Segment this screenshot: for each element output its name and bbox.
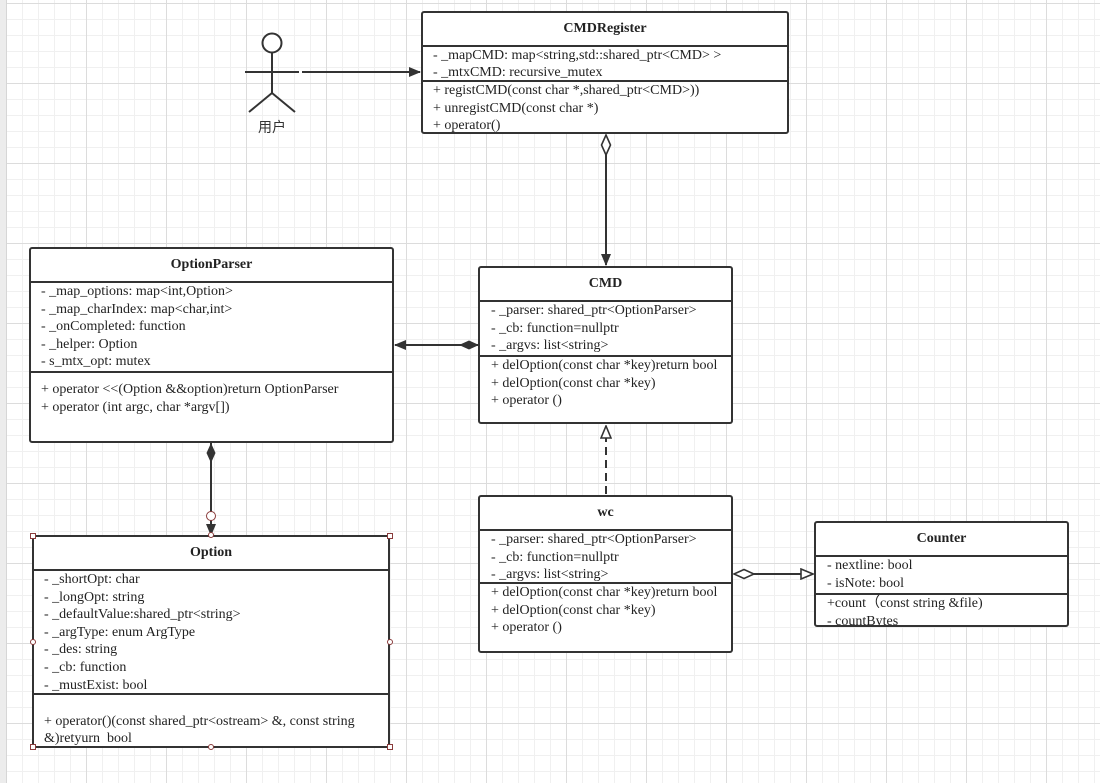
connection-point-top[interactable]: [206, 511, 216, 521]
class-methods: + operator <<(Option &&option)return Opt…: [41, 382, 339, 415]
class-attributes: - _parser: shared_ptr<OptionParser> - _c…: [480, 531, 731, 584]
class-attributes: - nextline: bool - isNote: bool: [816, 557, 1067, 595]
class-attributes: - _map_options: map<int,Option> - _map_c…: [31, 283, 392, 373]
left-ruler-strip: [0, 0, 7, 783]
resize-handle-top[interactable]: [208, 532, 214, 538]
class-optionparser[interactable]: OptionParser - _map_options: map<int,Opt…: [29, 247, 394, 443]
class-methods: + delOption(const char *key)return bool …: [491, 358, 718, 408]
resize-handle-top-right[interactable]: [387, 533, 393, 539]
class-methods: + registCMD(const char *,shared_ptr<CMD>…: [433, 83, 700, 133]
class-name: Option: [34, 537, 388, 571]
resize-handle-bottom-right[interactable]: [387, 744, 393, 750]
resize-handle-right[interactable]: [387, 639, 393, 645]
class-attributes: - _shortOpt: char - _longOpt: string - _…: [34, 571, 388, 695]
class-wc[interactable]: wc - _parser: shared_ptr<OptionParser> -…: [478, 495, 733, 653]
class-option[interactable]: Option - _shortOpt: char - _longOpt: str…: [32, 535, 390, 748]
class-methods: + delOption(const char *key)return bool …: [491, 585, 718, 635]
resize-handle-bottom-left[interactable]: [30, 744, 36, 750]
class-attributes: - _mapCMD: map<string,std::shared_ptr<CM…: [423, 47, 787, 82]
resize-handle-bottom[interactable]: [208, 744, 214, 750]
class-counter[interactable]: Counter - nextline: bool - isNote: bool …: [814, 521, 1069, 627]
class-name: OptionParser: [31, 249, 392, 283]
class-attributes: - _parser: shared_ptr<OptionParser> - _c…: [480, 302, 731, 357]
class-name: Counter: [816, 523, 1067, 557]
resize-handle-left[interactable]: [30, 639, 36, 645]
class-cmd[interactable]: CMD - _parser: shared_ptr<OptionParser> …: [478, 266, 733, 424]
resize-handle-top-left[interactable]: [30, 533, 36, 539]
class-name: CMD: [480, 268, 731, 302]
class-methods: + operator()(const shared_ptr<ostream> &…: [44, 713, 355, 747]
class-name: CMDRegister: [423, 13, 787, 47]
actor-figure: [245, 32, 299, 113]
class-cmdregister[interactable]: CMDRegister - _mapCMD: map<string,std::s…: [421, 11, 789, 134]
class-name: wc: [480, 497, 731, 531]
class-methods: +count（const string &file) - countBytes: [827, 596, 983, 627]
actor-label: 用户: [258, 120, 286, 136]
